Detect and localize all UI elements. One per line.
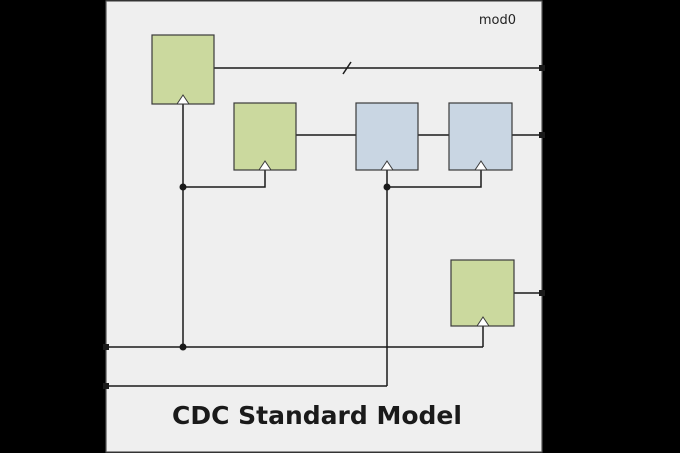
junction-dot [383,183,391,191]
ff-green-3 [450,259,515,327]
bus-output-port [539,65,545,71]
module-label: mod0 [479,13,516,28]
clk-a-input-port [103,344,109,350]
ff-blue-1 [355,102,419,171]
ff-green-1 [151,34,215,105]
wires [106,61,542,387]
green-output-port [539,290,545,296]
clock-triangle-icon [474,160,488,171]
clk-b-branch-blue2 [387,170,482,188]
clock-triangle-icon [176,94,190,105]
sync-output-port [539,132,545,138]
ff-blue-2 [448,102,513,171]
bus-width-slash [342,61,352,75]
clock-triangle-icon [258,160,272,171]
ports [103,65,545,389]
clock-triangle-icon [476,316,490,327]
junction-dot [179,343,187,351]
diagram-caption: CDC Standard Model [172,401,462,430]
ff-green-2 [233,102,297,171]
clock-triangle-icon [380,160,394,171]
clk-b-input-port [103,383,109,389]
junction-dot [179,183,187,191]
junctions [179,183,391,351]
clk-a-branch-ff2 [183,170,266,188]
